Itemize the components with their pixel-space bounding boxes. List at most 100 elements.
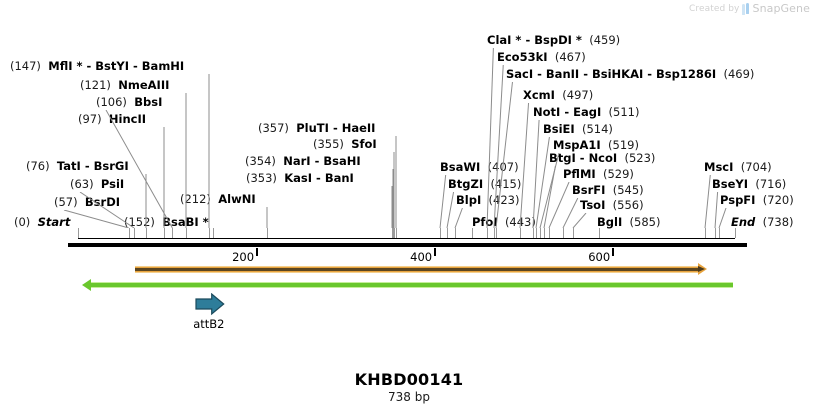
site-position: (57) xyxy=(54,195,78,209)
leader-line xyxy=(392,169,394,228)
site-position: (556) xyxy=(612,198,644,212)
site-label-s497[interactable]: XcmI (497) xyxy=(523,89,593,101)
feature-label-attb2: attB2 xyxy=(193,317,225,331)
snapgene-logo-icon xyxy=(742,2,749,15)
leader-line xyxy=(535,137,550,228)
leader-line xyxy=(493,65,504,228)
site-label-s720[interactable]: PspFI (720) xyxy=(720,194,794,206)
site-tick xyxy=(715,228,717,238)
site-name: BsaWI xyxy=(440,160,481,174)
leader-line xyxy=(391,186,393,228)
site-label-s76[interactable]: (76) TatI - BsrGI xyxy=(26,160,129,172)
site-label-s529[interactable]: PflMI (529) xyxy=(563,168,634,180)
site-position: (459) xyxy=(589,33,621,47)
site-label-s147[interactable]: (147) MflI * - BstYI - BamHI xyxy=(10,60,184,72)
site-position: (423) xyxy=(488,193,520,207)
site-name: BsiHKAI xyxy=(591,67,644,81)
site-label-s716[interactable]: BseYI (716) xyxy=(712,178,786,190)
site-label-s545[interactable]: BsrFI (545) xyxy=(572,184,644,196)
snapgene-credit: Created by SnapGene xyxy=(689,2,810,15)
feature-bar-green[interactable] xyxy=(91,282,734,288)
site-label-s469[interactable]: SacI - BanII - BsiHKAI - Bsp1286I (469) xyxy=(506,68,754,80)
site-position: (355) xyxy=(313,137,344,151)
site-label-s97[interactable]: (97) HincII xyxy=(78,113,146,125)
site-label-s0[interactable]: (0) Start xyxy=(14,216,70,228)
ruler-label: 200 xyxy=(232,250,255,264)
site-name: Start xyxy=(37,215,71,229)
site-label-s407[interactable]: BsaWI (407) xyxy=(440,161,519,173)
site-tick xyxy=(145,228,147,238)
leader-line xyxy=(572,213,587,228)
site-label-send[interactable]: End (738) xyxy=(731,216,794,228)
site-name: NotI xyxy=(533,105,561,119)
site-position: (106) xyxy=(96,95,127,109)
site-tick xyxy=(486,228,488,238)
site-tick xyxy=(548,228,550,238)
site-tick xyxy=(266,228,268,238)
site-label-s63[interactable]: (63) PsiI xyxy=(70,178,124,190)
site-label-s519[interactable]: MspA1I (519) xyxy=(553,139,639,151)
leader-line xyxy=(543,166,556,228)
site-position: (0) xyxy=(14,215,31,229)
leader-line xyxy=(519,103,530,228)
site-name: BseYI xyxy=(712,177,749,191)
site-name: BtgZI xyxy=(448,177,484,191)
leader-line xyxy=(562,198,579,228)
leader-line xyxy=(185,93,187,228)
site-label-s57[interactable]: (57) BsrDI xyxy=(54,196,120,208)
leader-line xyxy=(718,208,727,228)
credit-brand: SnapGene xyxy=(752,2,810,15)
credit-prefix: Created by xyxy=(688,3,740,14)
leader-line xyxy=(79,192,135,228)
site-label-s212[interactable]: (212) AlwNI xyxy=(180,193,256,205)
site-name: End xyxy=(731,215,756,229)
site-label-s357[interactable]: (357) PluTI - HaeII xyxy=(258,122,375,134)
site-label-s556[interactable]: TsoI (556) xyxy=(580,199,644,211)
site-label-s704[interactable]: MscI (704) xyxy=(704,161,772,173)
site-tick xyxy=(563,228,565,238)
feature-arrow-attb2[interactable] xyxy=(194,293,227,317)
site-label-s511[interactable]: NotI - EagI (511) xyxy=(533,106,639,118)
feature-shaft xyxy=(134,268,698,271)
site-name: BstYI xyxy=(95,59,130,73)
site-label-s353[interactable]: (353) KasI - BanI xyxy=(246,172,354,184)
site-position: (212) xyxy=(180,192,211,206)
site-tick xyxy=(447,228,449,238)
site-label-s121[interactable]: (121) NmeAIII xyxy=(80,79,169,91)
site-label-s423[interactable]: BlpI (423) xyxy=(456,194,519,206)
leader-line xyxy=(63,210,129,228)
site-label-s459[interactable]: ClaI * - BspDI * (459) xyxy=(487,34,620,46)
name-separator: - xyxy=(521,33,535,47)
site-name: PflMI xyxy=(563,167,596,181)
site-position: (357) xyxy=(258,121,289,135)
site-label-s523[interactable]: BtgI - NcoI (523) xyxy=(549,152,655,164)
site-name: SacI xyxy=(506,67,534,81)
site-label-s354[interactable]: (354) NarI - BsaHI xyxy=(245,155,361,167)
site-name: BspDI * xyxy=(534,33,582,47)
site-position: (76) xyxy=(26,159,50,173)
name-separator: - xyxy=(310,154,324,168)
feature-bar-orange[interactable] xyxy=(134,266,698,273)
site-label-s585[interactable]: BglI (585) xyxy=(597,216,660,228)
site-position: (353) xyxy=(246,171,277,185)
site-name: BbsI xyxy=(134,95,163,109)
site-tick xyxy=(520,228,522,238)
site-position: (415) xyxy=(490,177,522,191)
site-name: Eco53kI xyxy=(497,50,548,64)
site-label-s467[interactable]: Eco53kI (467) xyxy=(497,51,586,63)
site-tick xyxy=(395,228,397,238)
site-name: EagI xyxy=(573,105,602,119)
site-label-s443[interactable]: PfoI (443) xyxy=(472,216,536,228)
site-label-s355[interactable]: (355) SfoI xyxy=(313,138,377,150)
site-position: (63) xyxy=(70,177,94,191)
ruler-tick xyxy=(612,248,615,256)
site-position: (407) xyxy=(487,160,519,174)
site-label-s514[interactable]: BsiEI (514) xyxy=(543,123,613,135)
site-tick xyxy=(394,228,396,238)
name-separator: - xyxy=(579,67,592,81)
site-label-s106[interactable]: (106) BbsI xyxy=(96,96,162,108)
site-name: XcmI xyxy=(523,88,555,102)
site-label-s415[interactable]: BtgZI (415) xyxy=(448,178,521,190)
site-tick xyxy=(718,228,720,238)
leader-line xyxy=(208,74,210,228)
